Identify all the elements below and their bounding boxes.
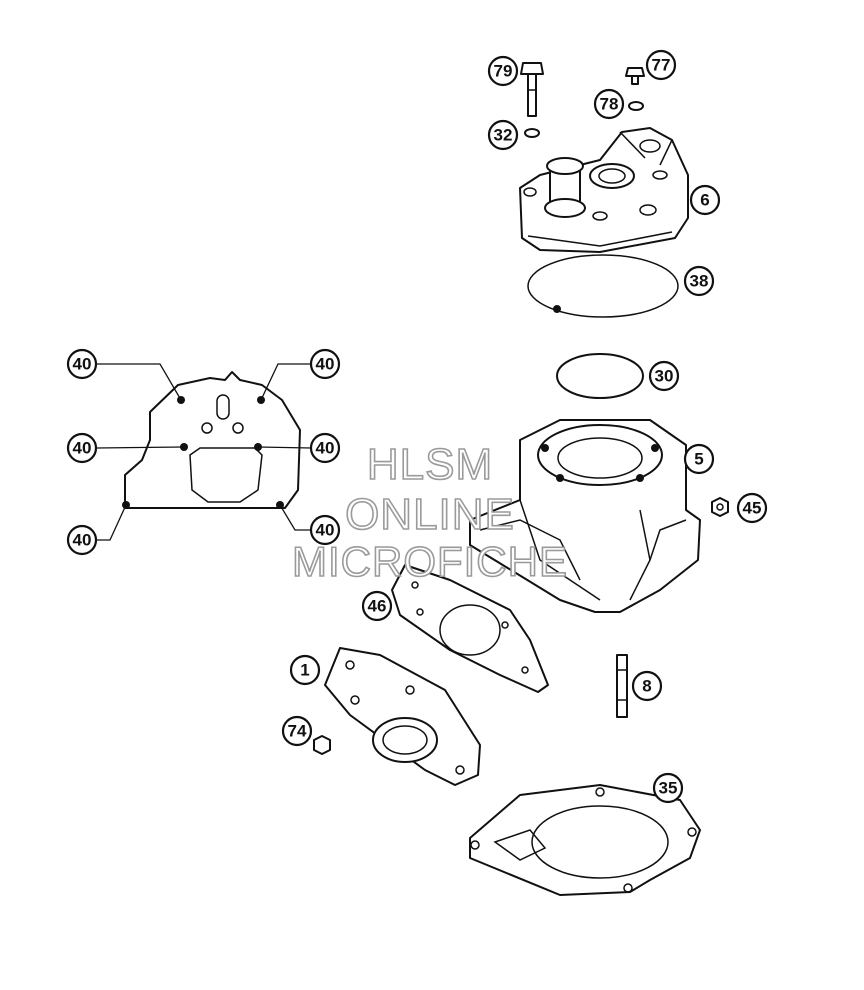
svg-text:78: 78 — [600, 95, 619, 114]
callout-79: 79 — [487, 55, 519, 87]
svg-text:8: 8 — [642, 677, 651, 696]
part-8-stud — [616, 654, 628, 718]
svg-text:35: 35 — [659, 779, 678, 798]
callout-46: 46 — [361, 590, 393, 622]
callout-40-top-left: 40 — [66, 348, 98, 380]
part-77-bolt — [625, 67, 645, 85]
part-45-nut — [711, 497, 729, 517]
watermark-line-3: MICROFICHE — [291, 537, 568, 586]
svg-text:40: 40 — [73, 531, 92, 550]
part-35-base-gasket — [469, 784, 701, 896]
svg-text:46: 46 — [368, 597, 387, 616]
part-32-washer — [524, 128, 540, 138]
svg-text:6: 6 — [700, 191, 709, 210]
svg-text:79: 79 — [494, 62, 513, 81]
part-30-gasket-ring — [556, 353, 644, 399]
callout-1: 1 — [289, 654, 321, 686]
callout-40-bottom-right: 40 — [309, 514, 341, 546]
svg-text:40: 40 — [73, 439, 92, 458]
svg-text:38: 38 — [690, 272, 709, 291]
callout-74: 74 — [281, 715, 313, 747]
svg-text:74: 74 — [288, 722, 307, 741]
callout-40-top-right: 40 — [309, 348, 341, 380]
callout-35: 35 — [652, 772, 684, 804]
callout-8: 8 — [631, 670, 663, 702]
svg-text:1: 1 — [300, 661, 309, 680]
part-38-o-ring — [527, 254, 679, 318]
part-79-bolt — [520, 62, 544, 117]
callout-30: 30 — [648, 360, 680, 392]
part-46-gasket — [391, 564, 549, 693]
callout-40-mid-right: 40 — [309, 432, 341, 464]
callout-5: 5 — [683, 443, 715, 475]
leader-lines — [96, 363, 312, 541]
svg-text:40: 40 — [316, 439, 335, 458]
callout-40-mid-left: 40 — [66, 432, 98, 464]
part-74-nut — [313, 735, 331, 755]
callout-77: 77 — [645, 49, 677, 81]
callout-78: 78 — [593, 88, 625, 120]
watermark-line-2: ONLINE — [344, 489, 515, 540]
svg-text:77: 77 — [652, 56, 671, 75]
part-6-cylinder-head — [519, 127, 689, 253]
callout-38: 38 — [683, 265, 715, 297]
part-1-intake-flange — [324, 647, 481, 786]
svg-text:30: 30 — [655, 367, 674, 386]
callout-45: 45 — [736, 492, 768, 524]
callout-40-bottom-left: 40 — [66, 524, 98, 556]
watermark-line-1: HLSM — [366, 439, 494, 490]
callout-32: 32 — [487, 119, 519, 151]
part-78-washer — [628, 101, 644, 111]
part-5-cylinder — [469, 419, 701, 613]
part-40-detail-gasket — [122, 371, 301, 509]
svg-text:40: 40 — [316, 355, 335, 374]
svg-text:45: 45 — [743, 499, 762, 518]
svg-text:32: 32 — [494, 126, 513, 145]
callout-6: 6 — [689, 184, 721, 216]
svg-text:5: 5 — [694, 450, 703, 469]
svg-text:40: 40 — [73, 355, 92, 374]
svg-text:40: 40 — [316, 521, 335, 540]
